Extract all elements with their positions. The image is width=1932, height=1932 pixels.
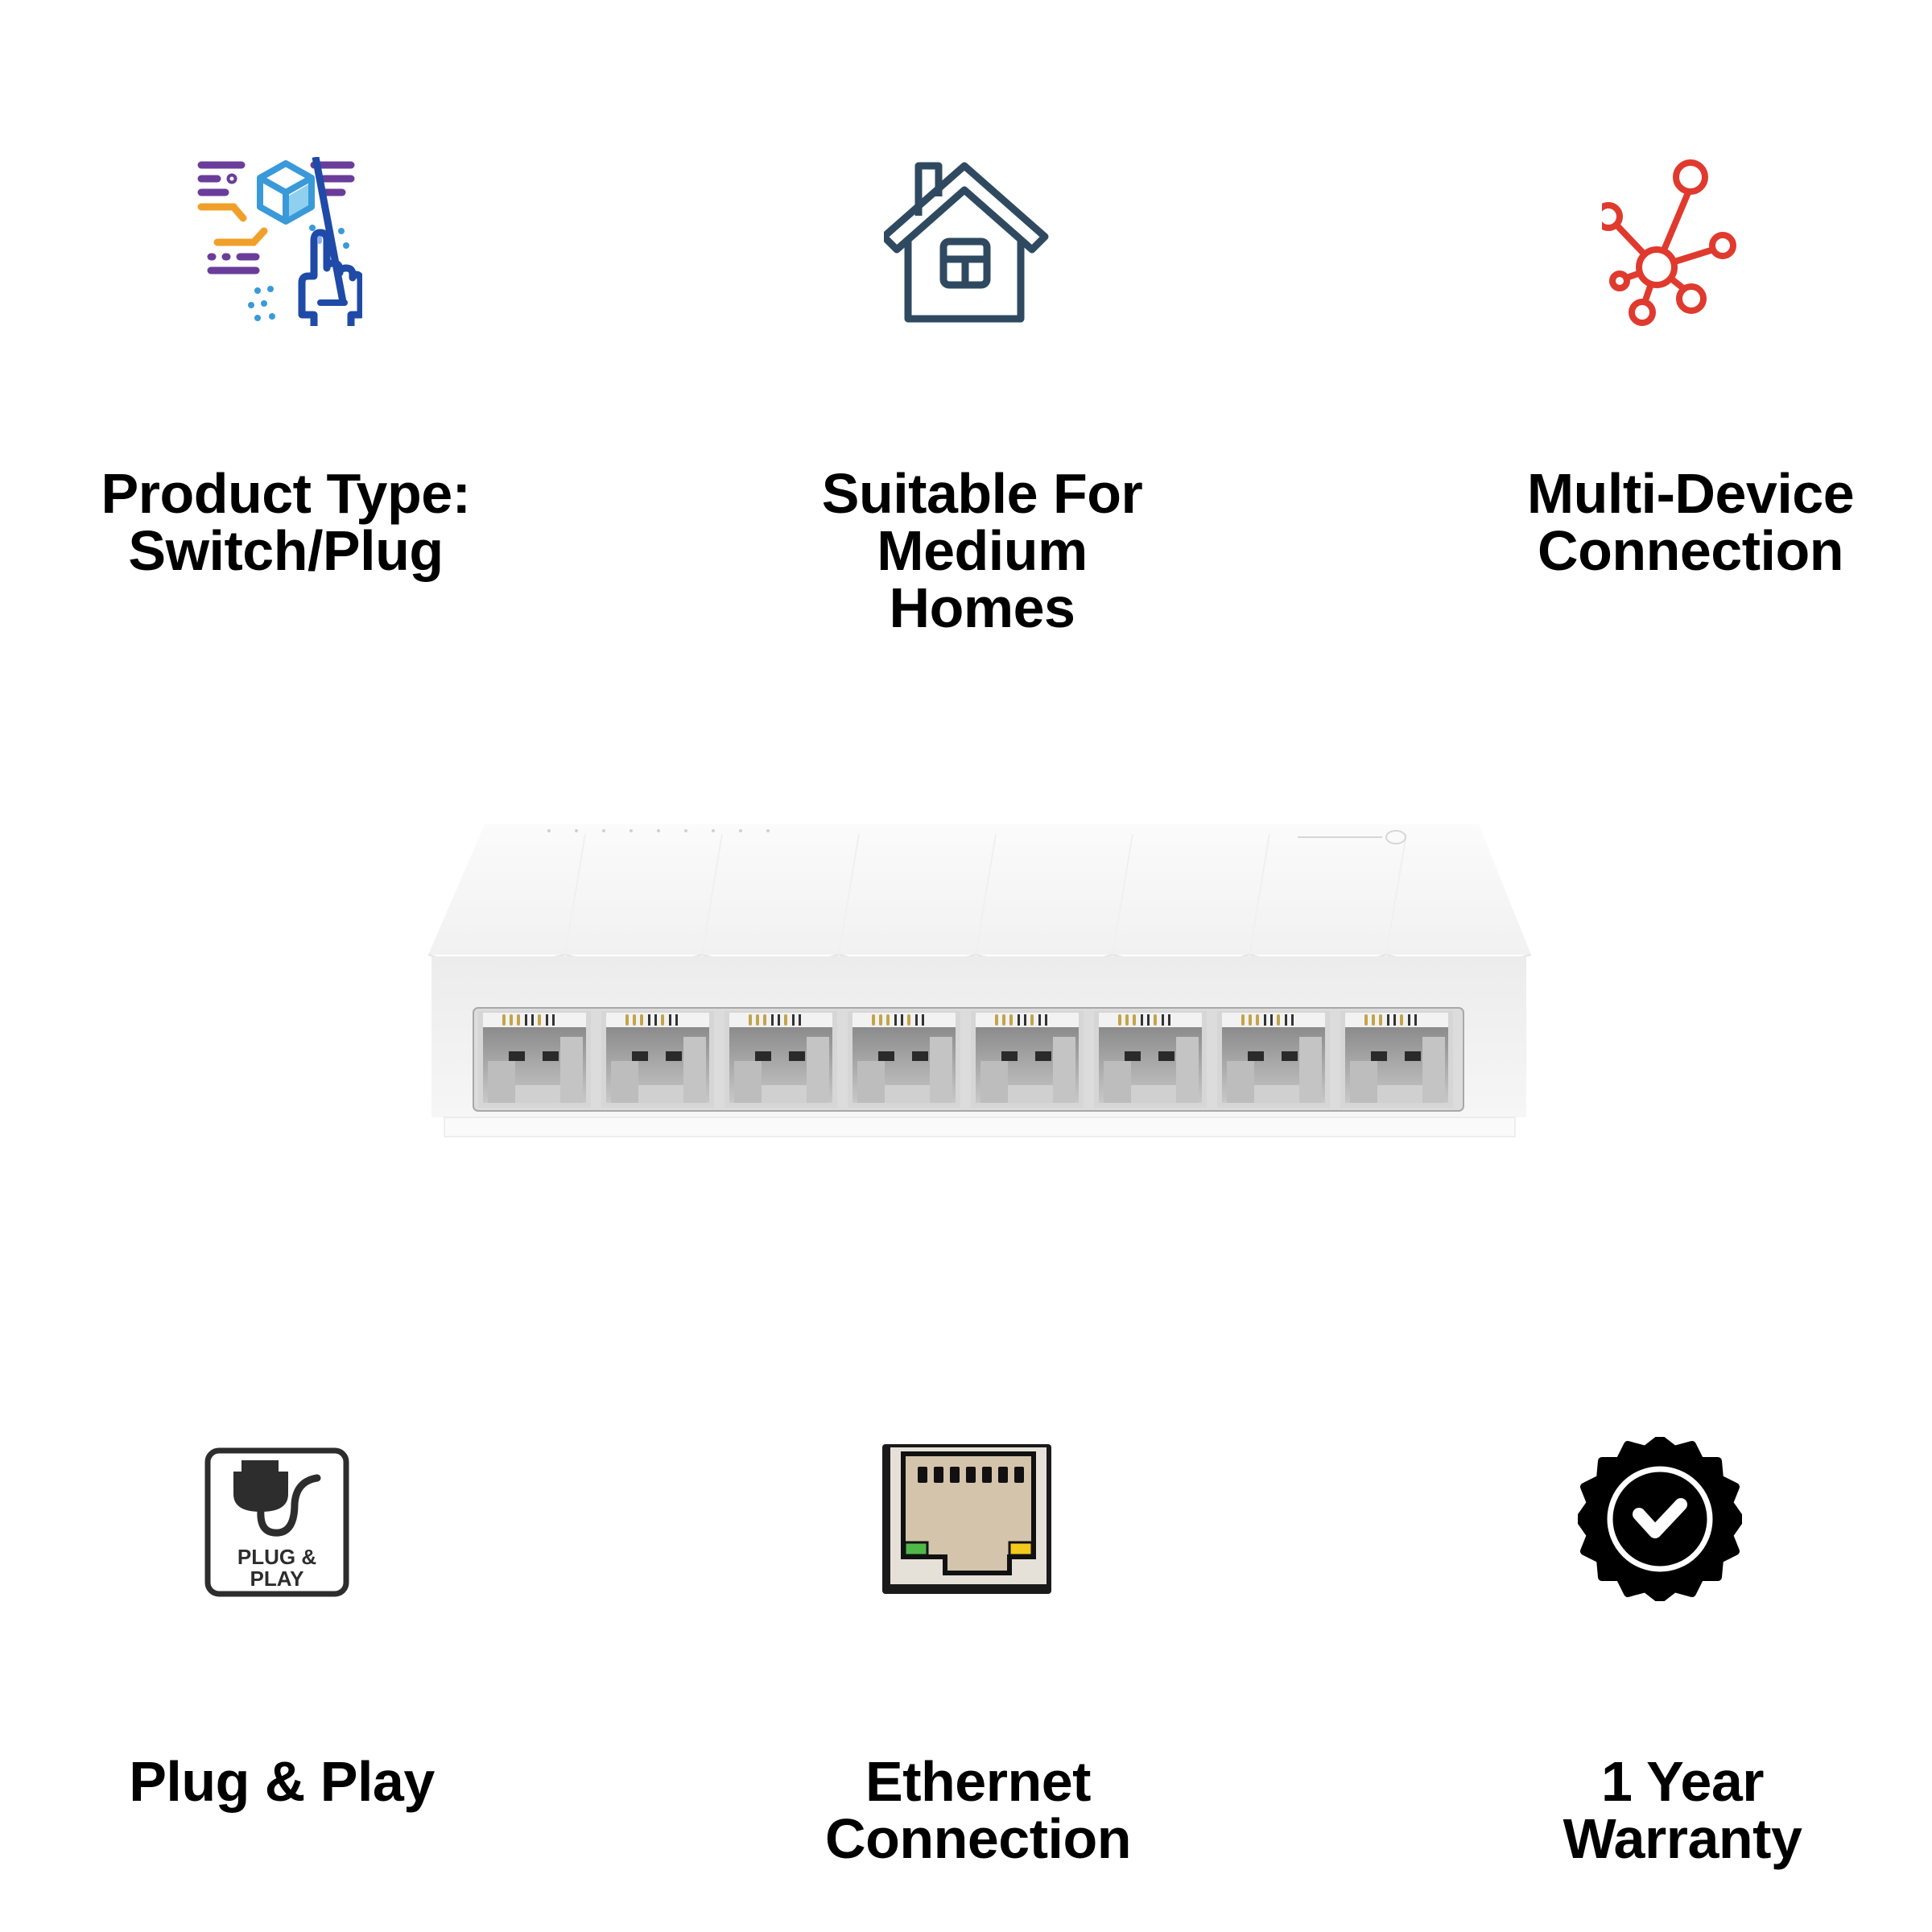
label-line: Ethernet xyxy=(865,1750,1091,1813)
label-line: Connection xyxy=(1538,519,1843,582)
brand-logo-mark xyxy=(1298,830,1406,844)
label-line: 1 Year xyxy=(1600,1750,1765,1813)
house-icon xyxy=(880,159,1050,325)
feature-label-product-type: Product Type: Switch/Plug xyxy=(64,465,507,580)
label-line: Plug & Play xyxy=(129,1750,435,1813)
label-line: Switch/Plug xyxy=(128,519,444,582)
label-line: Connection xyxy=(825,1807,1131,1870)
label-line: Product Type: xyxy=(101,462,471,525)
svg-text:PLUG &: PLUG & xyxy=(237,1545,316,1569)
label-line: Homes xyxy=(889,576,1075,639)
feature-label-ethernet: Ethernet Connection xyxy=(773,1753,1183,1868)
label-line: Suitable For xyxy=(821,462,1143,525)
plug-and-play-icon: PLUG & PLAY xyxy=(204,1447,349,1597)
warranty-badge-icon xyxy=(1575,1435,1744,1604)
svg-text:PLAY: PLAY xyxy=(250,1567,304,1591)
label-line: Warranty xyxy=(1563,1807,1802,1870)
label-line: Medium xyxy=(877,519,1088,582)
network-nodes-icon xyxy=(1594,157,1763,330)
feature-label-plug-and-play: Plug & Play xyxy=(72,1753,491,1810)
feature-label-multi-device: Multi-Device Connection xyxy=(1473,465,1908,580)
product-image-switch xyxy=(427,819,1532,1141)
label-line: Multi-Device xyxy=(1526,462,1855,525)
product-type-icon xyxy=(193,156,365,328)
ethernet-port-icon xyxy=(881,1443,1053,1597)
ethernet-ports xyxy=(478,1011,1453,1108)
feature-label-suitable-for: Suitable For Medium Homes xyxy=(777,465,1187,637)
feature-label-warranty: 1 Year Warranty xyxy=(1481,1753,1884,1868)
